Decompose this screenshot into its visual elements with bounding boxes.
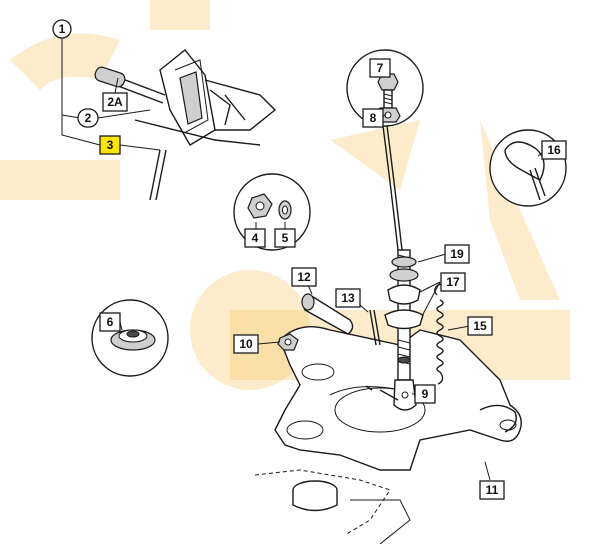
svg-text:4: 4 [252,231,259,245]
svg-text:6: 6 [107,315,114,329]
svg-text:16: 16 [547,143,561,157]
watermark-logo [0,0,570,390]
label-2: 2 [77,108,99,128]
svg-text:2: 2 [85,111,92,125]
label-12: 12 [291,267,317,287]
svg-text:15: 15 [473,319,487,333]
svg-text:7: 7 [377,61,384,75]
svg-text:12: 12 [297,270,311,284]
label-1: 1 [52,19,72,39]
svg-text:3: 3 [107,138,114,152]
label-7: 7 [369,58,391,78]
label-15: 15 [467,316,493,336]
label-5: 5 [274,228,296,248]
clevis [365,379,417,411]
svg-text:9: 9 [422,387,429,401]
svg-text:13: 13 [341,291,355,305]
bottom-bush [292,480,338,512]
svg-text:10: 10 [239,337,253,351]
leader-1b [61,114,81,119]
detail-bolt-nut [346,49,424,127]
label-6: 6 [99,312,121,332]
leader-3 [119,144,161,151]
control-lever-assembly [94,49,277,201]
label-2a: 2A [102,92,128,112]
svg-text:2A: 2A [107,95,123,109]
threaded-rod [384,249,424,381]
label-11: 11 [479,480,505,500]
leader-2 [97,109,151,119]
label-4: 4 [244,228,266,248]
svg-text:8: 8 [370,111,377,125]
detail-bush [91,299,169,377]
svg-text:5: 5 [282,231,289,245]
leader-2a [114,77,119,94]
label-8: 8 [362,108,384,128]
label-17: 17 [440,272,466,292]
svg-text:19: 19 [450,247,464,261]
label-9: 9 [414,384,436,404]
label-16: 16 [541,140,567,160]
svg-text:1: 1 [59,22,66,36]
label-13: 13 [335,288,361,308]
svg-text:17: 17 [446,275,460,289]
split-pin [369,309,377,346]
label-10: 10 [233,334,259,354]
pin [301,293,354,335]
svg-text:11: 11 [486,483,499,497]
label-3: 3 [99,135,121,155]
label-19: 19 [444,244,470,264]
cable [382,125,399,251]
leader-1 [61,38,101,146]
